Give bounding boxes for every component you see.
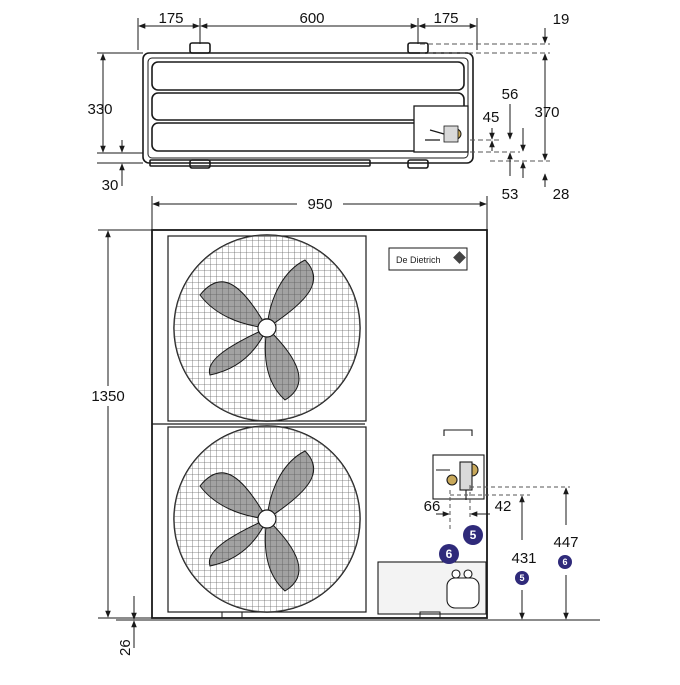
lower-fan (173, 425, 361, 613)
dim-right-offset: 175 (433, 10, 458, 27)
badge-6-small: 6 (558, 555, 572, 569)
badge-5-small: 5 (515, 571, 529, 585)
dim-width: 950 (307, 196, 332, 213)
dim-conn-56: 56 (502, 86, 519, 103)
svg-text:6: 6 (446, 547, 453, 561)
dim-top-gap: 19 (553, 11, 570, 28)
svg-text:5: 5 (519, 573, 524, 583)
top-view: 175 600 175 19 370 56 45 53 28 (87, 10, 569, 203)
top-left-dimensions (97, 52, 143, 186)
dim-total-depth: 370 (534, 104, 559, 121)
dim-depth: 330 (87, 101, 112, 118)
brand-plate (388, 247, 468, 271)
top-right-dimensions (420, 28, 550, 187)
dim-conn-28: 28 (553, 186, 570, 203)
dim-height: 1350 (91, 388, 124, 405)
front-view: 950 1350 26 (91, 195, 600, 656)
upper-fan (173, 234, 361, 422)
svg-text:6: 6 (562, 557, 567, 567)
dim-center-width: 600 (299, 10, 324, 27)
dim-conn-53: 53 (502, 186, 519, 203)
top-width-dimensions (137, 18, 478, 50)
svg-text:5: 5 (470, 528, 477, 542)
dim-conn-42: 42 (495, 498, 512, 515)
front-feet (221, 611, 441, 619)
ground-line (116, 596, 600, 648)
connection-dimensions (436, 485, 570, 620)
dim-conn-45: 45 (483, 109, 500, 126)
dim-foot-height: 30 (102, 177, 119, 194)
dim-height-bg (98, 386, 138, 406)
badge-5: 5 (463, 525, 483, 545)
dim-conn-66: 66 (424, 498, 441, 515)
service-area (377, 429, 487, 615)
top-view-connection-box (413, 105, 469, 153)
dim-left-offset: 175 (158, 10, 183, 27)
dim-conn-431: 431 (511, 550, 536, 567)
front-height-dimension (98, 229, 152, 619)
dim-conn-447: 447 (553, 534, 578, 551)
badge-6: 6 (439, 544, 459, 564)
dim-width-bg (297, 195, 343, 213)
brand-label: De Dietrich (396, 255, 441, 265)
dim-foot: 26 (117, 639, 134, 656)
